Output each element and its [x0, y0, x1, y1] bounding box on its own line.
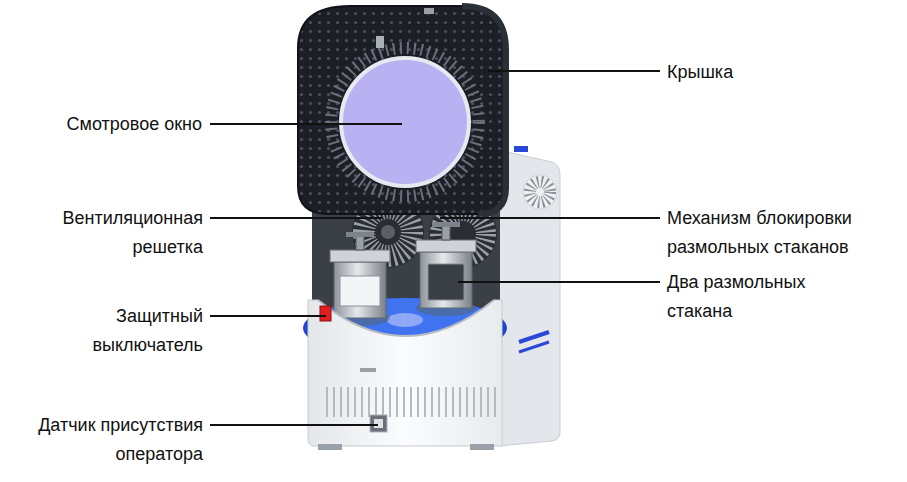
grinding-jar: [420, 252, 472, 308]
vent-fan-hub: [381, 225, 395, 239]
viewing-window: [341, 58, 469, 186]
foot: [470, 444, 494, 450]
jar-body: [340, 276, 380, 306]
leader-line: [440, 217, 660, 219]
leader-line: [458, 281, 660, 283]
jar-screw: [442, 226, 450, 240]
lid-knob: [424, 8, 434, 14]
part-label: Защитный выключатель: [58, 302, 203, 360]
jar-screw: [356, 236, 364, 250]
jar-handle: [432, 222, 460, 227]
side-grille-slats: [530, 182, 550, 202]
lid-latch: [376, 36, 384, 48]
part-label: Вентиляционная решетка: [28, 204, 203, 262]
part-label: Механизм блокировки размольных стаканов: [667, 204, 892, 262]
leader-line: [210, 217, 382, 219]
leader-line: [488, 70, 660, 72]
part-label: Смотровое окно: [12, 110, 202, 139]
front-mark: [360, 368, 376, 372]
jar-handle: [346, 232, 374, 237]
vent-slots: [326, 387, 496, 417]
leader-line: [210, 424, 378, 426]
operator-sensor-face: [374, 419, 383, 428]
leader-line: [210, 315, 326, 317]
blue-accent: [514, 146, 528, 152]
leader-line: [210, 123, 402, 125]
jar-clamp: [416, 240, 476, 252]
blue-stripe: [519, 332, 549, 342]
safety-switch: [320, 306, 331, 321]
operator-sensor: [370, 415, 387, 432]
lid: [298, 6, 506, 214]
lid-slats: [331, 48, 479, 196]
part-label: Два размольных стакана: [667, 268, 842, 326]
foot: [318, 444, 342, 450]
part-label: Крышка: [667, 58, 867, 87]
side-grille: [523, 175, 557, 209]
grinding-jar: [334, 262, 386, 318]
jar-clamp: [330, 250, 390, 262]
front-lip: [318, 300, 494, 336]
part-label: Датчик присутствия оператора: [3, 411, 203, 469]
blue-stripe: [519, 342, 549, 352]
turntable-hub: [387, 313, 423, 327]
leader-lines: [210, 71, 660, 425]
